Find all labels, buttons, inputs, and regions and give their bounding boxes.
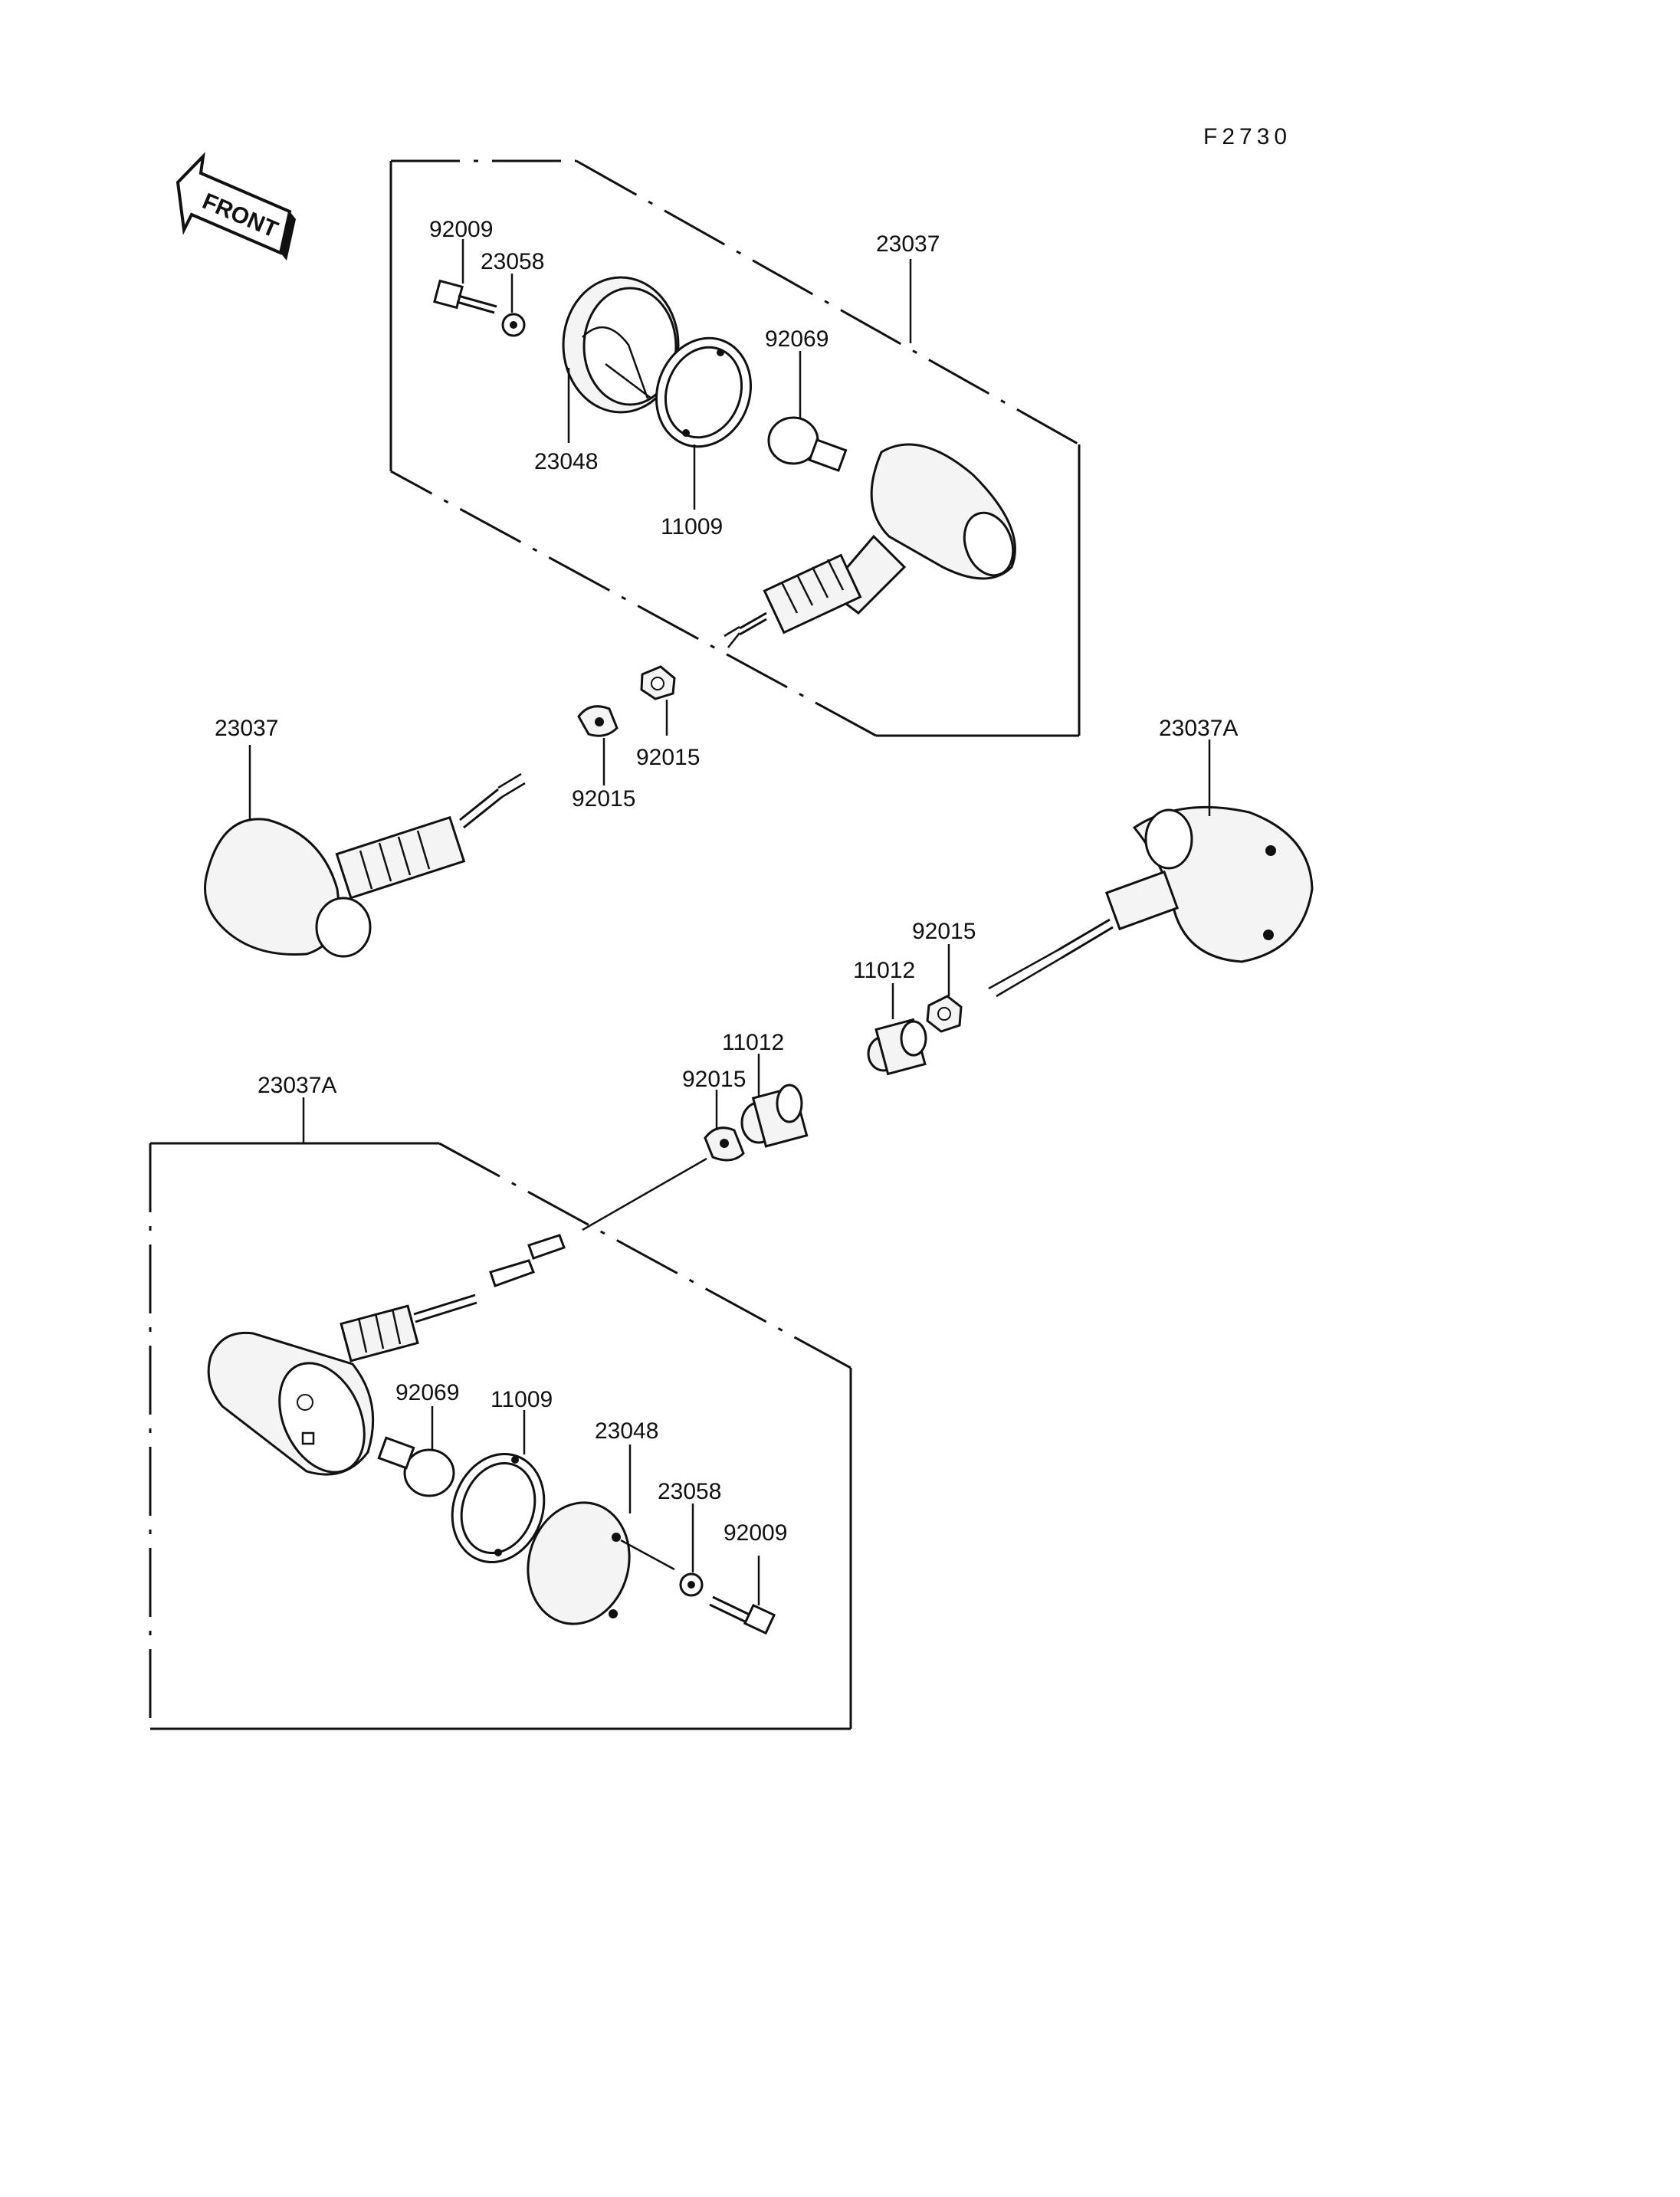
bottom-housing xyxy=(207,1234,566,1476)
bottom-bulb xyxy=(377,1436,455,1497)
top-bolt xyxy=(433,279,497,314)
label-center-damper: 11012 xyxy=(722,1030,784,1055)
figure-code: F2730 xyxy=(1203,124,1291,149)
mid-right-damper xyxy=(867,1018,927,1076)
label-mid-right-damper: 11012 xyxy=(853,958,915,983)
mid-nut-b xyxy=(640,665,676,700)
label-mid-right-assembly: 23037A xyxy=(1159,716,1238,741)
label-bottom-washer: 23058 xyxy=(658,1479,721,1504)
top-housing xyxy=(724,443,1016,648)
center-damper xyxy=(740,1084,809,1148)
top-lens xyxy=(562,276,680,414)
label-top-gasket: 11009 xyxy=(661,514,723,539)
label-top-assembly: 23037 xyxy=(876,231,940,257)
bottom-gasket xyxy=(451,1452,546,1564)
label-bottom-gasket: 11009 xyxy=(491,1387,553,1412)
label-top-washer: 23058 xyxy=(481,249,544,274)
label-bottom-bulb: 92069 xyxy=(395,1380,459,1405)
bottom-lens xyxy=(527,1501,675,1625)
mid-right-nut xyxy=(926,995,963,1033)
label-top-bolt: 92009 xyxy=(429,217,493,242)
label-mid-right-nut: 92015 xyxy=(912,919,976,944)
front-arrow-icon: FRONT xyxy=(176,152,296,261)
label-mid-left-assembly: 23037 xyxy=(215,716,278,741)
mid-right-housing xyxy=(988,805,1314,998)
mid-left-housing xyxy=(204,772,526,958)
bottom-bolt xyxy=(709,1595,776,1635)
center-nut xyxy=(704,1126,745,1162)
label-mid-nut-a: 92015 xyxy=(572,786,635,812)
label-top-lens: 23048 xyxy=(534,449,598,474)
top-group-box xyxy=(389,159,1081,737)
top-bulb xyxy=(767,416,848,472)
label-mid-nut-b: 92015 xyxy=(636,745,700,770)
mid-nut-a xyxy=(577,705,619,737)
label-bottom-assembly: 23037A xyxy=(258,1073,336,1098)
label-center-nut: 92015 xyxy=(682,1067,746,1092)
label-bottom-bolt: 92009 xyxy=(724,1520,787,1546)
label-top-bulb: 92069 xyxy=(765,326,829,352)
label-bottom-lens: 23048 xyxy=(595,1418,658,1444)
bottom-group-box xyxy=(149,1142,852,1730)
top-gasket xyxy=(655,336,753,448)
